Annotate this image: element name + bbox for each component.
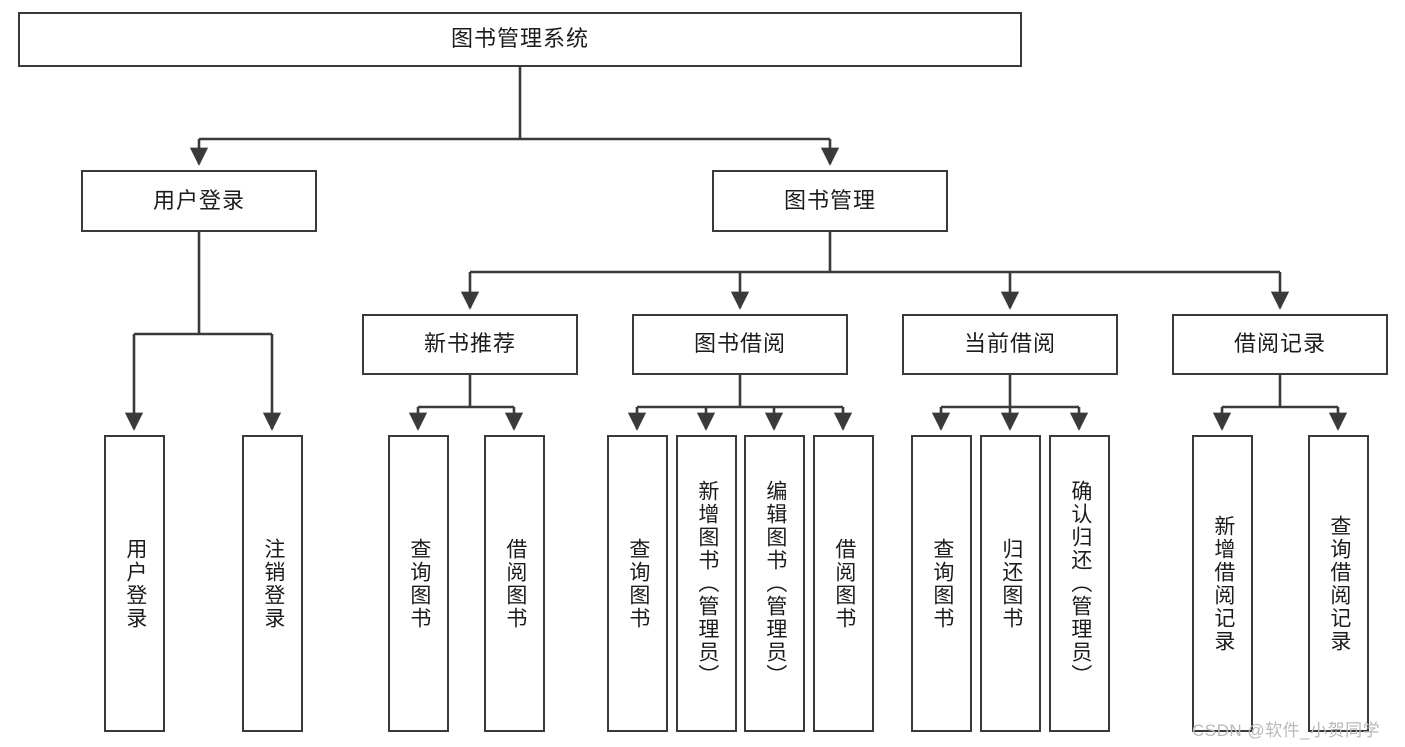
- node-book-management[interactable]: 图书管理: [712, 170, 948, 232]
- leaf-confirm-return-admin[interactable]: 确认归还（管理员）: [1049, 435, 1110, 732]
- node-label: 新增图书（管理员）: [695, 480, 719, 687]
- node-new-book-recommend[interactable]: 新书推荐: [362, 314, 578, 375]
- leaf-borrow-book[interactable]: 借阅图书: [813, 435, 874, 732]
- leaf-query-borrow-record[interactable]: 查询借阅记录: [1308, 435, 1369, 732]
- node-label: 编辑图书（管理员）: [763, 480, 787, 687]
- leaf-user-login[interactable]: 用户登录: [104, 435, 165, 732]
- leaf-query-book-recommend[interactable]: 查询图书: [388, 435, 449, 732]
- node-borrow-record[interactable]: 借阅记录: [1172, 314, 1388, 375]
- node-label: 查询借阅记录: [1327, 514, 1351, 653]
- node-label: 用户登录: [123, 537, 147, 630]
- node-label: 图书借阅: [693, 331, 786, 357]
- leaf-query-book-current[interactable]: 查询图书: [911, 435, 972, 732]
- node-label: 用户登录: [152, 187, 245, 213]
- node-label: 新增借阅记录: [1211, 514, 1235, 653]
- node-label: 借阅记录: [1233, 331, 1326, 357]
- node-label: 新书推荐: [423, 331, 516, 357]
- node-label: 查询图书: [626, 537, 650, 630]
- node-root-book-management-system[interactable]: 图书管理系统: [18, 12, 1022, 67]
- node-book-borrow[interactable]: 图书借阅: [632, 314, 848, 375]
- node-user-login[interactable]: 用户登录: [81, 170, 317, 232]
- csdn-watermark: CSDN @软件_小贺同学: [1192, 721, 1381, 740]
- node-label: 查询图书: [407, 537, 431, 630]
- leaf-borrow-book-recommend[interactable]: 借阅图书: [484, 435, 545, 732]
- leaf-query-book[interactable]: 查询图书: [607, 435, 668, 732]
- node-label: 归还图书: [999, 537, 1023, 630]
- leaf-add-borrow-record[interactable]: 新增借阅记录: [1192, 435, 1253, 732]
- leaf-return-book[interactable]: 归还图书: [980, 435, 1041, 732]
- node-label: 当前借阅: [963, 331, 1056, 357]
- node-label: 查询图书: [930, 537, 954, 630]
- leaf-edit-book-admin[interactable]: 编辑图书（管理员）: [744, 435, 805, 732]
- node-label: 借阅图书: [503, 537, 527, 630]
- leaf-add-book-admin[interactable]: 新增图书（管理员）: [676, 435, 737, 732]
- leaf-logout[interactable]: 注销登录: [242, 435, 303, 732]
- node-label: 注销登录: [261, 537, 285, 630]
- node-label: 图书管理: [783, 187, 876, 213]
- node-label: 图书管理系统: [450, 26, 589, 52]
- node-label: 确认归还（管理员）: [1068, 480, 1092, 687]
- node-current-borrow[interactable]: 当前借阅: [902, 314, 1118, 375]
- node-label: 借阅图书: [832, 537, 856, 630]
